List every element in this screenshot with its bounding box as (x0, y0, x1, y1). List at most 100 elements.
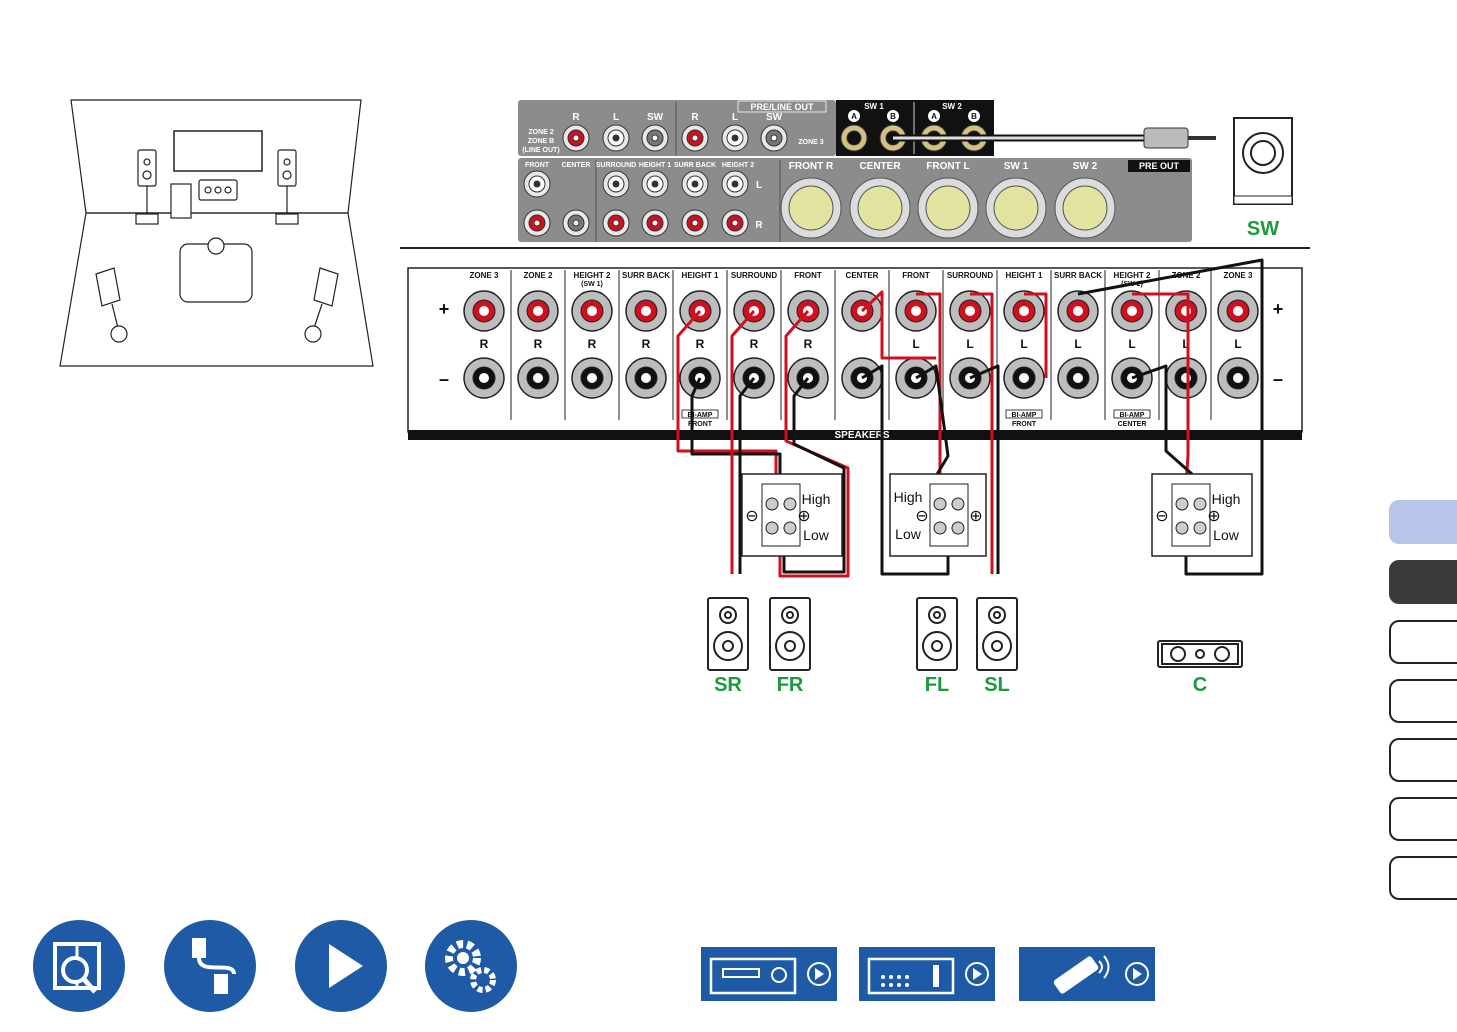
preout-l-label: L (756, 180, 762, 191)
biamp-front-label-1: FRONT (688, 421, 713, 428)
r-label-4: R (642, 337, 651, 351)
term-zone2-r-label: ZONE 2 (524, 271, 553, 280)
playback-icon[interactable] (295, 920, 387, 1012)
l-label-5: L (1128, 337, 1135, 351)
positive-terminal-1 (463, 290, 505, 332)
side-tab-4[interactable] (1389, 679, 1457, 723)
front-panel-link-button[interactable] (701, 947, 837, 1001)
side-tab-5[interactable] (1389, 738, 1457, 782)
biamp-box-fl: ⊖ ⊕ High Low (889, 473, 987, 557)
svg-text:⊖: ⊖ (1155, 508, 1168, 525)
rear-panel-link-button[interactable] (859, 947, 995, 1001)
biamp-label-3: BI-AMP (1120, 412, 1145, 419)
c-low-label: Low (1213, 527, 1240, 543)
negative-terminal-2 (517, 357, 559, 399)
c-high-label: High (1212, 491, 1241, 507)
side-tab-3[interactable] (1389, 620, 1457, 664)
l-label-6: L (1182, 337, 1189, 351)
term-height2-r-label: HEIGHT 2 (574, 271, 611, 280)
l-label-2: L (966, 337, 973, 351)
sl-label: SL (984, 674, 1010, 696)
preout-front-label: FRONT (525, 162, 550, 169)
positive-terminal-4 (625, 290, 667, 332)
term-front-r-label: FRONT (794, 271, 822, 280)
positive-terminal-15 (1217, 290, 1259, 332)
positive-terminal-11 (1003, 290, 1045, 332)
preout-center-label: CENTER (562, 162, 591, 169)
connection-cable-icon[interactable] (164, 920, 256, 1012)
negative-terminal-3 (571, 357, 613, 399)
speaker-sl-icon (976, 597, 1018, 671)
xlr-center-label: CENTER (859, 161, 901, 172)
term-height2-l-label: HEIGHT 2 (1114, 271, 1151, 280)
side-tab-6[interactable] (1389, 797, 1457, 841)
c-label: C (1192, 674, 1208, 696)
rear-panel-diagram: PRE/LINE OUT ZONE 2 ZONE B (LINE OUT) ZO… (400, 100, 1310, 578)
positive-terminal-13 (1111, 290, 1153, 332)
r-label-2: R (534, 337, 543, 351)
l-label-7: L (1234, 337, 1241, 351)
sr-label: SR (714, 674, 742, 696)
plus-right-label: + (1273, 299, 1284, 319)
zone3-l-label: L (732, 112, 738, 123)
subwoofer-icon (1233, 117, 1293, 205)
positive-terminal-12 (1057, 290, 1099, 332)
zone3-label: ZONE 3 (798, 139, 823, 146)
l-label-3: L (1020, 337, 1027, 351)
speakers-label: SPEAKERS (834, 430, 889, 441)
plus-left-label: + (439, 299, 450, 319)
settings-gear-icon[interactable] (425, 920, 517, 1012)
pre-line-out-label: PRE/LINE OUT (750, 102, 814, 112)
term-surrback-l-label: SURR BACK (1054, 271, 1102, 280)
side-tab-7[interactable] (1389, 856, 1457, 900)
term-surrback-r-label: SURR BACK (622, 271, 670, 280)
term-zone3-l-label: ZONE 3 (1224, 271, 1253, 280)
preout-height1-label: HEIGHT 1 (639, 162, 671, 169)
biamp-box-fr: ⊖ ⊕ High Low (741, 473, 843, 557)
term-sw1-note: (SW 1) (581, 281, 603, 288)
zoneb-label: ZONE B (528, 138, 554, 145)
negative-terminal-11 (1003, 357, 1045, 399)
sw2-b-label: B (971, 112, 977, 121)
preout-height2-label: HEIGHT 2 (722, 162, 754, 169)
r-label-7: R (804, 337, 813, 351)
svg-text:⊕: ⊕ (969, 508, 982, 525)
speaker-sr-icon (707, 597, 749, 671)
zone3-sw-label: SW (766, 112, 783, 123)
r-label-5: R (696, 337, 705, 351)
negative-terminal-1 (463, 357, 505, 399)
negative-terminal-14 (1165, 357, 1207, 399)
term-height1-r-label: HEIGHT 1 (682, 271, 719, 280)
negative-terminal-15 (1217, 357, 1259, 399)
line-out-label: (LINE OUT) (522, 147, 559, 154)
r-label-6: R (750, 337, 759, 351)
speaker-icons (707, 597, 1243, 671)
svg-text:⊕: ⊕ (797, 508, 810, 525)
positive-terminal-2 (517, 290, 559, 332)
minus-left-label: – (439, 369, 449, 389)
svg-text:⊕: ⊕ (1207, 508, 1220, 525)
l-label-4: L (1074, 337, 1081, 351)
xlr-sw2-label: SW 2 (1073, 161, 1098, 172)
preout-surrback-label: SURR BACK (674, 162, 716, 169)
biamp-box-c: ⊖ ⊕ High Low (1151, 473, 1253, 557)
side-tab-1[interactable] (1389, 500, 1457, 544)
manual-search-icon[interactable] (33, 920, 125, 1012)
sw1-label: SW 1 (864, 102, 884, 111)
zone2-sw-label: SW (647, 112, 664, 123)
speaker-fl-icon (916, 597, 958, 671)
rca-jacks-upper (562, 124, 1216, 152)
xlr-front-r-label: FRONT R (789, 161, 834, 172)
svg-text:⊖: ⊖ (745, 508, 758, 525)
term-height1-l-label: HEIGHT 1 (1006, 271, 1043, 280)
r-label-3: R (588, 337, 597, 351)
remote-control-link-button[interactable] (1019, 947, 1155, 1001)
speaker-wires (676, 258, 1264, 578)
zone2-l-label: L (613, 112, 619, 123)
fr-low-label: Low (803, 527, 830, 543)
sw2-a-label: A (931, 112, 937, 121)
positive-terminal-14 (1165, 290, 1207, 332)
preout-r-label: R (755, 220, 763, 231)
pre-out-label: PRE OUT (1139, 161, 1180, 171)
side-tab-2-active[interactable] (1389, 560, 1457, 604)
